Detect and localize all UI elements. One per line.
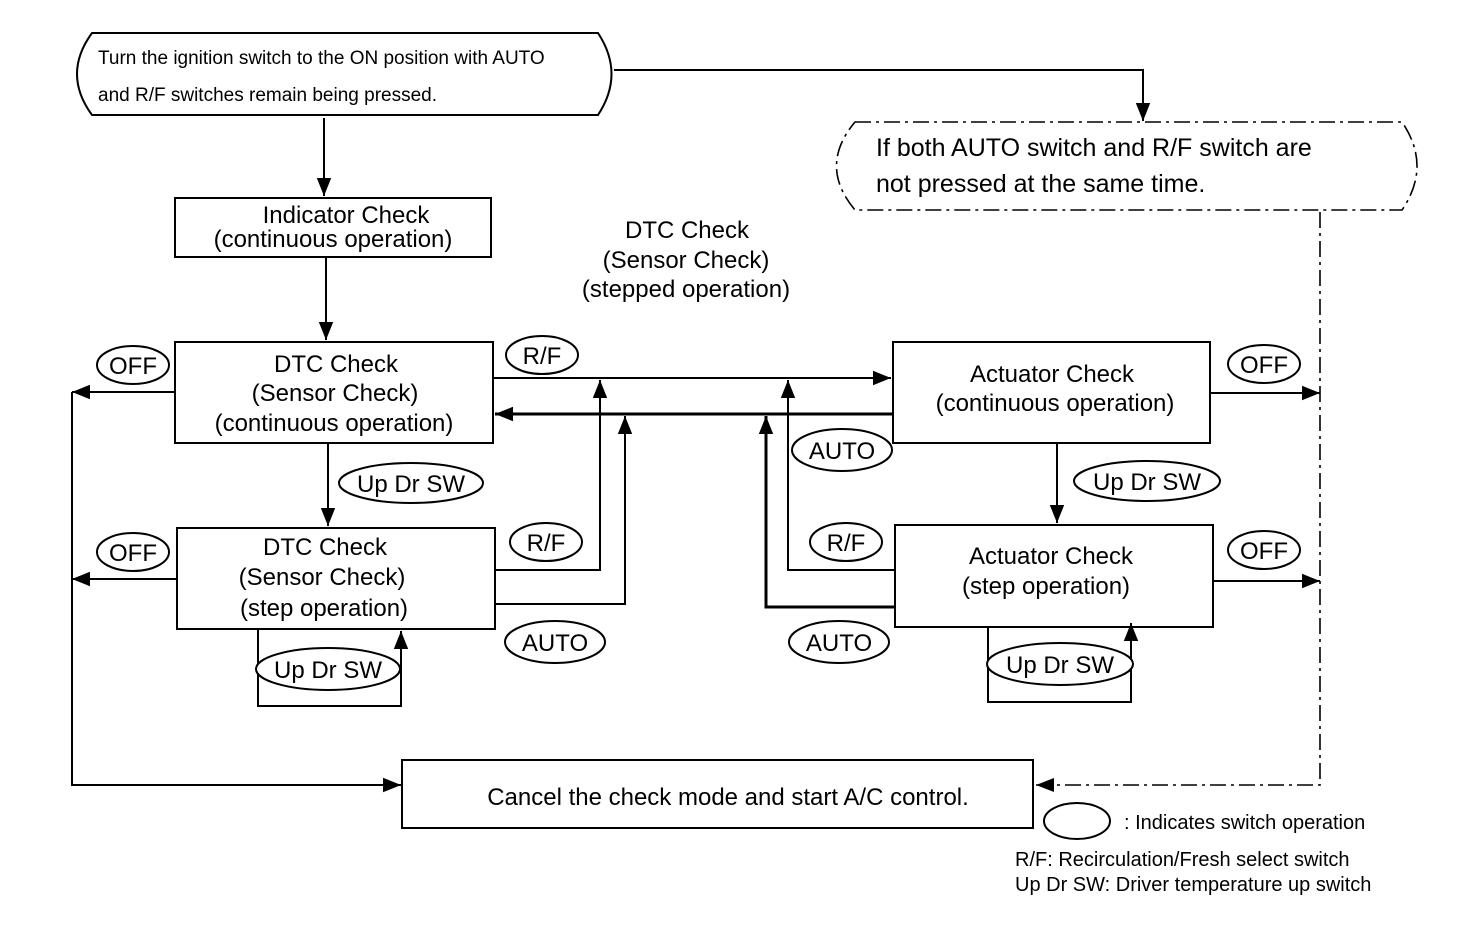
updr-label-oval: [338, 462, 484, 504]
switch-labels: OFF OFF OFF OFF R/F R/F R/F AUTO AUTO AU…: [96, 335, 1301, 691]
auto-label-actuator-step: AUTO: [806, 630, 872, 657]
off-label-dtc-step: OFF: [109, 540, 157, 567]
dtc-continuous-line1: DTC Check: [274, 351, 399, 378]
dtc-stepped-heading: DTC Check (Sensor Check) (stepped operat…: [582, 217, 790, 303]
rf-label-oval: [809, 522, 883, 562]
indicator-check-title: Indicator Check: [263, 202, 431, 229]
auto-label-oval: [788, 620, 890, 664]
cancel-box: Cancel the check mode and start A/C cont…: [401, 759, 1034, 829]
dtc-heading-line3: (stepped operation): [582, 276, 790, 303]
dtc-continuous-box: DTC Check (Sensor Check) (continuous ope…: [174, 341, 494, 444]
connector-auto-actuator-step-up: [758, 416, 895, 609]
connector-right-bus: [1036, 212, 1321, 786]
connector-right-bus-arrowhead: [1036, 778, 1054, 792]
updr-label-actuator: Up Dr SW: [1093, 469, 1201, 496]
legend-oval-symbol: [1043, 802, 1111, 840]
start-text-line1: Turn the ignition switch to the ON posit…: [98, 48, 545, 69]
actuator-continuous-line2: (continuous operation): [936, 390, 1175, 417]
actuator-step-line2: (step operation): [962, 573, 1130, 600]
indicator-check-box: Indicator Check (continuous operation): [174, 197, 492, 258]
rf-label-dtc-step: R/F: [527, 530, 566, 557]
legend-rf-meaning: R/F: Recirculation/Fresh select switch: [1015, 849, 1350, 871]
auto-label-top: AUTO: [809, 438, 875, 465]
off-label-actuator-step: OFF: [1240, 538, 1288, 565]
dtc-continuous-line3: (continuous operation): [215, 410, 454, 437]
dtc-step-line3: (step operation): [240, 595, 408, 622]
updr-label-dtc: Up Dr SW: [357, 471, 465, 498]
updr-label-oval: [255, 647, 401, 691]
auto-label-dtc-step: AUTO: [522, 630, 588, 657]
alternate-text-line1: If both AUTO switch and R/F switch are: [876, 134, 1312, 162]
updr-label-actuator-loop: Up Dr SW: [1006, 652, 1114, 679]
alternate-text-line2: not pressed at the same time.: [876, 170, 1205, 198]
off-label-oval: [96, 345, 170, 385]
legend: : Indicates switch operation R/F: Recirc…: [1015, 802, 1371, 896]
updr-label-dtc-loop: Up Dr SW: [274, 657, 382, 684]
dtc-step-line2: (Sensor Check): [239, 564, 406, 591]
connector-left-bus-to-cancel: [71, 392, 401, 793]
dtc-heading-line2: (Sensor Check): [603, 247, 770, 274]
off-label-oval: [96, 532, 170, 572]
dtc-step-box: DTC Check (Sensor Check) (step operation…: [176, 527, 496, 630]
actuator-step-line1: Actuator Check: [969, 543, 1134, 570]
indicator-check-subtitle: (continuous operation): [214, 226, 453, 253]
actuator-continuous-line1: Actuator Check: [970, 361, 1135, 388]
rf-label-oval: [509, 522, 583, 562]
updr-label-oval: [1073, 460, 1221, 502]
off-label-dtc-continuous: OFF: [109, 353, 157, 380]
rf-label-oval: [505, 335, 579, 375]
start-text-line2: and R/F switches remain being pressed.: [98, 85, 437, 106]
actuator-continuous-box: Actuator Check (continuous operation): [892, 341, 1211, 444]
auto-label-oval: [791, 428, 893, 472]
dtc-step-line1: DTC Check: [263, 534, 388, 561]
alternate-terminal: If both AUTO switch and R/F switch are n…: [835, 121, 1418, 211]
rf-label-top: R/F: [523, 343, 562, 370]
connector-rf-dtc-step-up: [495, 380, 608, 571]
start-terminal: Turn the ignition switch to the ON posit…: [76, 32, 613, 116]
dtc-heading-line1: DTC Check: [625, 217, 750, 244]
actuator-step-box: Actuator Check (step operation): [894, 524, 1214, 628]
cancel-text: Cancel the check mode and start A/C cont…: [487, 784, 969, 811]
legend-updr-meaning: Up Dr SW: Driver temperature up switch: [1015, 874, 1371, 896]
connector-auto-dtc-step-up: [495, 416, 633, 605]
rf-label-actuator-step: R/F: [827, 530, 866, 557]
connector-start-to-alternate: [614, 69, 1151, 121]
off-label-actuator-continuous: OFF: [1240, 352, 1288, 379]
off-label-oval: [1227, 344, 1301, 384]
legend-oval-meaning: : Indicates switch operation: [1124, 812, 1365, 834]
off-label-oval: [1227, 530, 1301, 570]
connector-rf-actuator-step-up: [780, 380, 895, 571]
auto-label-oval: [504, 620, 606, 664]
updr-label-oval: [986, 642, 1134, 686]
dtc-continuous-line2: (Sensor Check): [252, 380, 419, 407]
